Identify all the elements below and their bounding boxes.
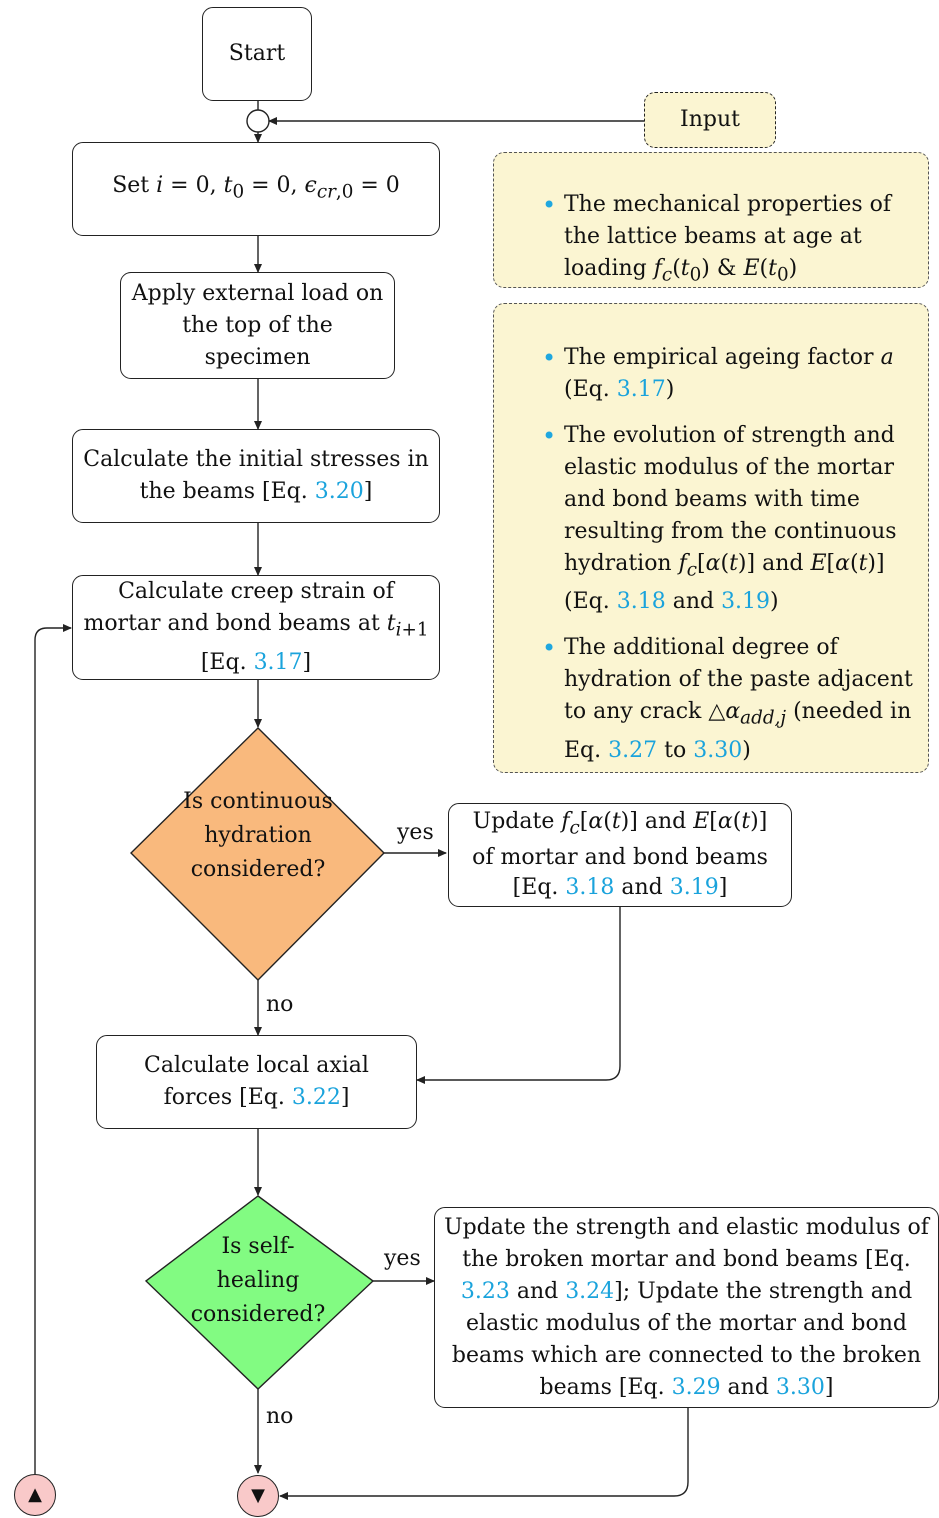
input-note-mechanical-properties: The mechanical properties of the lattice… xyxy=(538,189,914,291)
apply-load-box: Apply external load on the top of the sp… xyxy=(120,272,395,379)
ref-eq-3-19-note: 3.19 xyxy=(721,589,771,615)
input-note-additional-hydration: The additional degree of hydration of th… xyxy=(538,632,914,766)
arrow-update1-to-forces xyxy=(416,906,621,1084)
ref-eq-3-24: 3.24 xyxy=(565,1278,615,1304)
decision-healing-label: Is self-healing considered? xyxy=(190,1234,326,1327)
input-box: Input xyxy=(644,92,776,148)
update-healing-box: Update the strength and elastic modulus … xyxy=(434,1207,939,1408)
apply-load-label: Apply external load on the top of the sp… xyxy=(131,280,384,370)
calc-creep-label: Calculate creep strain of mortar and bon… xyxy=(83,579,429,675)
ref-eq-3-29: 3.29 xyxy=(671,1374,721,1400)
update-hydration-label: Update fc[α(t)] and E[α(t)] of mortar an… xyxy=(472,808,768,901)
calc-creep-box: Calculate creep strain of mortar and bon… xyxy=(72,575,440,680)
init-label: Set i = 0, t0 = 0, ϵcr,0 = 0 xyxy=(112,172,400,203)
down-triangle-icon: ▼ xyxy=(251,1485,265,1506)
decision-hydration-shape xyxy=(130,727,385,981)
up-triangle-icon: ▲ xyxy=(28,1484,42,1505)
decision-healing-shape xyxy=(144,1195,375,1390)
start-box: Start xyxy=(202,7,312,101)
ref-eq-3-17-note: 3.17 xyxy=(616,377,666,402)
input-note-group-2: The empirical ageing factor a (Eq. 3.17)… xyxy=(493,303,929,773)
ref-eq-3-23: 3.23 xyxy=(460,1278,510,1304)
input-note-group-1: The mechanical properties of the lattice… xyxy=(493,152,929,288)
ref-eq-3-27-note: 3.27 xyxy=(608,737,658,763)
calc-forces-label: Calculate local axial forces [Eq. 3.22] xyxy=(144,1053,369,1110)
calc-forces-box: Calculate local axial forces [Eq. 3.22] xyxy=(96,1035,417,1129)
update-healing-label: Update the strength and elastic modulus … xyxy=(444,1214,929,1400)
arrow-update2-to-connector xyxy=(279,1408,689,1500)
merge-circle xyxy=(246,109,270,133)
loop-up-connector: ▲ xyxy=(14,1474,56,1516)
decision-hydration-label: Is continuous hydration considered? xyxy=(183,789,333,882)
ref-eq-3-18-note: 3.18 xyxy=(616,589,666,615)
calc-stress-label: Calculate the initial stresses in the be… xyxy=(83,447,429,504)
input-note-ageing-factor: The empirical ageing factor a (Eq. 3.17) xyxy=(538,342,914,406)
decision-healing-no-label: no xyxy=(266,1404,294,1429)
loop-down-connector: ▼ xyxy=(237,1475,279,1517)
decision-hydration-no-label: no xyxy=(266,992,294,1017)
ref-eq-3-18: 3.18 xyxy=(565,875,615,901)
ref-eq-3-20: 3.20 xyxy=(314,479,364,504)
start-label: Start xyxy=(228,41,286,66)
ref-eq-3-30: 3.30 xyxy=(775,1374,825,1400)
arrow-loop-back xyxy=(34,624,72,1474)
ref-eq-3-30-note: 3.30 xyxy=(693,737,743,763)
input-note-strength-evolution: The evolution of strength and elastic mo… xyxy=(538,420,914,618)
input-label: Input xyxy=(680,107,740,132)
update-hydration-box: Update fc[α(t)] and E[α(t)] of mortar an… xyxy=(448,803,792,907)
calc-stress-box: Calculate the initial stresses in the be… xyxy=(72,429,440,523)
ref-eq-3-19: 3.19 xyxy=(669,875,719,901)
decision-healing-yes-label: yes xyxy=(384,1246,421,1271)
ref-eq-3-22: 3.22 xyxy=(291,1085,341,1110)
init-box: Set i = 0, t0 = 0, ϵcr,0 = 0 xyxy=(72,142,440,236)
ref-eq-3-17: 3.17 xyxy=(253,649,303,675)
decision-hydration-yes-label: yes xyxy=(397,820,434,845)
